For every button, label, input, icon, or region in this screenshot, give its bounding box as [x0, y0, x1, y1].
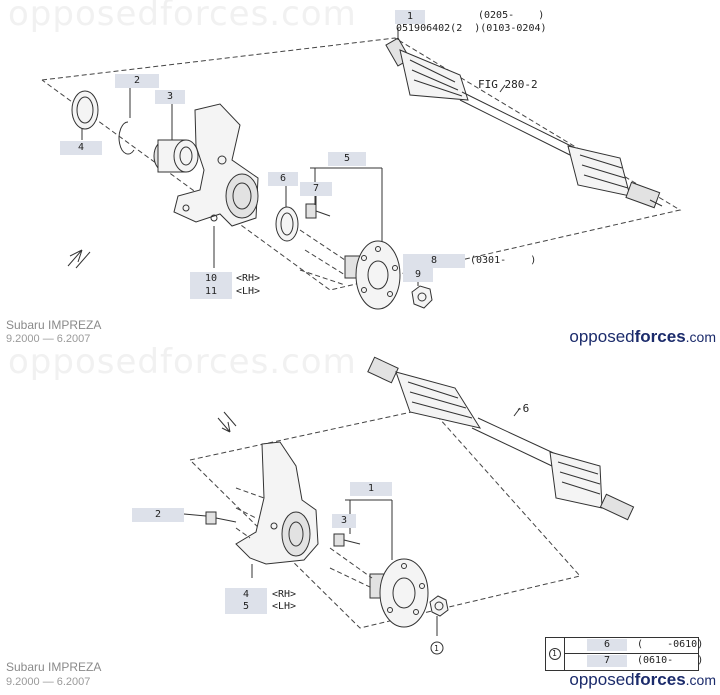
circle-marker-1-text: 1: [434, 644, 439, 653]
nut-part-8-9: [411, 285, 433, 309]
label-part-8-note: (0301- ): [470, 255, 537, 266]
legend-part-6: 6: [587, 639, 627, 651]
circle-marker-1: [430, 641, 444, 655]
label-part-10: 10: [190, 272, 232, 286]
fig-reference: FIG 280-2: [478, 78, 538, 91]
shaft-reference: -6: [516, 402, 530, 415]
label-part-5-bottom-note: <LH>: [272, 601, 297, 612]
drive-shaft-bottom: [367, 356, 635, 521]
label-part-3: 3: [155, 90, 185, 104]
model-years-bottom: 9.2000 — 6.2007: [6, 676, 91, 688]
nut-part-circle-1: [429, 595, 449, 617]
label-part-1-note: (0205- ): [478, 10, 545, 21]
brand-logo-top: opposedforces.com: [569, 327, 716, 346]
label-part-2: 2: [115, 74, 159, 88]
label-part-4-bottom-note: <RH>: [272, 589, 297, 600]
seal-part-6: [275, 206, 299, 242]
label-part-1-bottom: 1: [350, 482, 392, 496]
legend-note-6: ( -0610): [637, 639, 704, 650]
drive-shaft-top: [385, 37, 663, 209]
snap-ring-part-2: [118, 121, 135, 155]
label-part-11-note: <LH>: [236, 286, 261, 297]
hub-part-1: [369, 558, 429, 628]
legend-row: 7 (0610- ): [565, 654, 703, 669]
legend-symbol-cell: 1: [546, 638, 565, 670]
dashed-region-bottom: [189, 407, 581, 629]
hub-bolt-part-7: [305, 203, 331, 219]
label-part-2-bottom: 2: [132, 508, 184, 522]
dashed-region-top: [41, 37, 682, 291]
model-years-top: 9.2000 — 6.2007: [6, 333, 91, 345]
applicability-legend: 1 6 ( -0610) 7 (0610- ): [545, 637, 703, 671]
label-part-9: 9: [403, 268, 433, 282]
label-part-4-bottom: 4: [225, 588, 267, 602]
legend-part-7: 7: [587, 655, 627, 667]
diagram-panel-bottom: opposedforces.com: [0, 342, 720, 695]
label-part-3-bottom: 3: [332, 514, 356, 528]
legend-symbol: 1: [552, 649, 557, 658]
model-name-top: Subaru IMPREZA: [6, 318, 102, 332]
watermark-bottom: opposedforces.com: [8, 342, 357, 382]
direction-arrow-top: [67, 249, 91, 269]
watermark-top: opposedforces.com: [8, 0, 357, 34]
label-part-6: 6: [268, 172, 298, 186]
model-name-bottom: Subaru IMPREZA: [6, 660, 102, 674]
knuckle-part-10-11: [173, 103, 259, 227]
label-part-5-bottom: 5: [225, 600, 267, 614]
bolt-part-2: [205, 511, 237, 525]
label-part-11: 11: [190, 285, 232, 299]
label-part-5: 5: [328, 152, 366, 166]
part-code-label: 051906402(2 )(0103-0204): [396, 23, 547, 34]
hub-bolt-part-3: [333, 533, 361, 547]
label-part-8: 8: [403, 254, 465, 268]
brand-logo-bottom: opposedforces.com: [569, 670, 716, 689]
diagram-panel-top: opposedforces.com: [0, 0, 720, 347]
bearing-part-3: [153, 139, 199, 173]
drawing-bottom: [183, 356, 635, 655]
oil-seal-part-4: [71, 90, 99, 130]
knuckle-part-4-5: [235, 441, 319, 565]
label-part-1: 1: [395, 10, 425, 24]
label-part-4: 4: [60, 141, 102, 155]
direction-arrow-bottom: [217, 411, 237, 433]
legend-note-7: (0610- ): [637, 655, 704, 666]
drawing-top: [41, 28, 682, 310]
label-part-7: 7: [300, 182, 332, 196]
hub-part-5: [344, 240, 401, 310]
label-part-10-note: <RH>: [236, 273, 261, 284]
legend-row: 6 ( -0610): [565, 638, 703, 654]
